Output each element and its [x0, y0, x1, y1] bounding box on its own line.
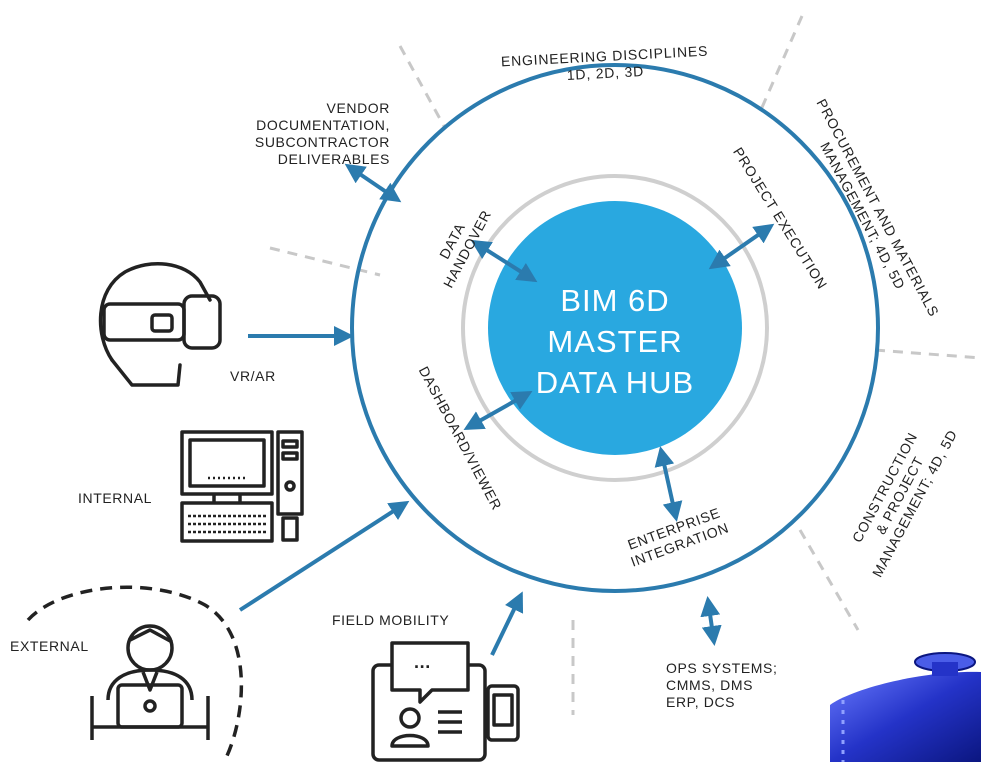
label-field-mobility: FIELD MOBILITY [332, 612, 450, 628]
outer-arrows [238, 163, 722, 656]
divider-right [874, 348, 981, 360]
hub-arrows [463, 223, 775, 522]
arrow-data-handover [470, 239, 538, 283]
label-internal: INTERNAL [78, 490, 153, 506]
label-vr-ar: VR/AR [230, 368, 276, 384]
arrow-project-execution [708, 223, 775, 270]
vr-headset-icon [98, 261, 222, 387]
divider-top-left [398, 45, 447, 129]
hub-circle [488, 201, 742, 455]
desktop-computer-icon [180, 430, 304, 543]
arrow-vendor [344, 163, 402, 203]
inner-ring [461, 174, 769, 482]
arrow-field [490, 591, 524, 656]
arrow-dashboard [463, 391, 533, 430]
divider-bottom-right [798, 529, 860, 631]
divider-left [269, 246, 381, 277]
divider-top-right [758, 15, 804, 113]
pipe-vessel-image [830, 652, 981, 762]
label-vendor: VENDOR DOCUMENTATION, SUBCONTRACTOR DELI… [254, 100, 390, 167]
arrow-external [238, 500, 410, 612]
external-dashed-arc [26, 585, 244, 761]
external-user-laptop-icon [90, 624, 210, 740]
chat-dots: ... [414, 652, 431, 672]
hub-label: BIM 6D MASTER DATA HUB [535, 283, 695, 400]
sector-dividers [269, 15, 981, 715]
arrow-ops [700, 596, 722, 646]
field-mobility-devices-icon [371, 641, 520, 762]
label-ops-systems: OPS SYSTEMS; CMMS, DMS ERP, DCS [666, 660, 778, 710]
label-external: EXTERNAL [10, 638, 89, 654]
arrow-enterprise [654, 446, 683, 522]
